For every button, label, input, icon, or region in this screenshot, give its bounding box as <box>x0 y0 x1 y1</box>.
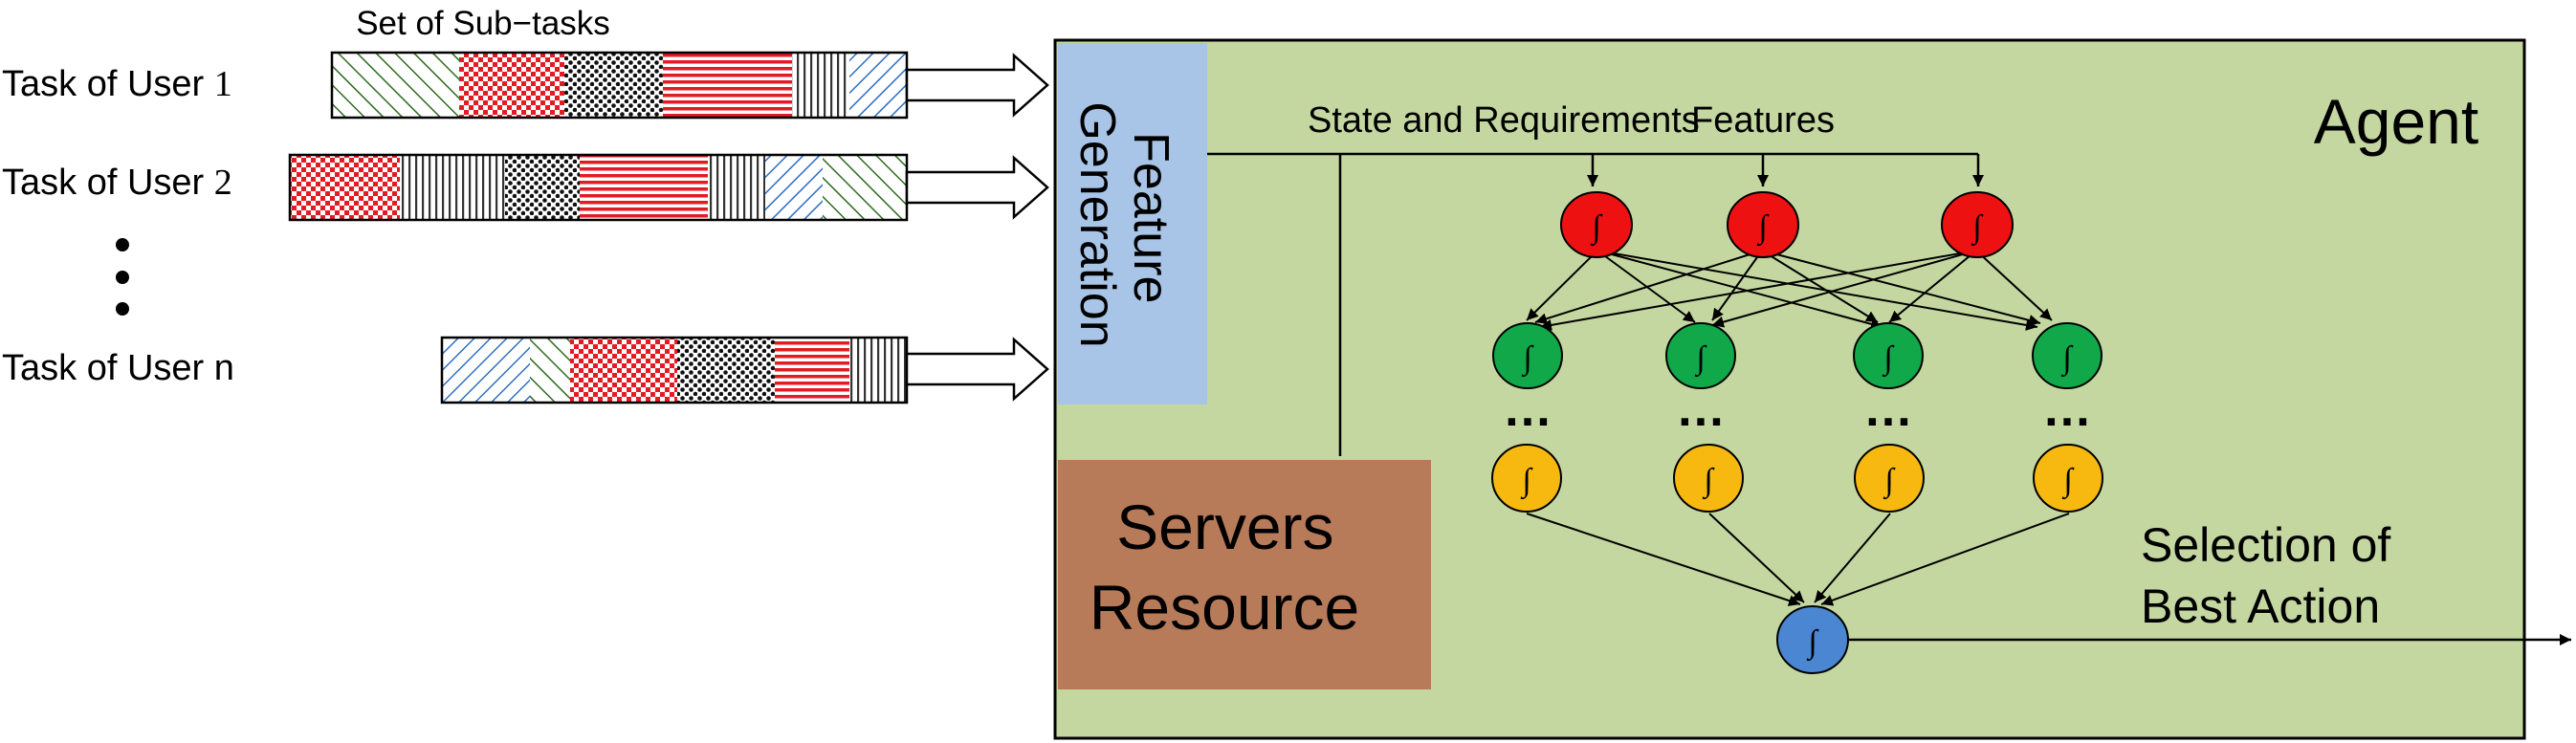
neuron-green-1 <box>1492 322 1563 389</box>
svg-text:∫: ∫ <box>1702 463 1715 500</box>
task-bar-2 <box>288 153 909 222</box>
user-label-n: Task of User n <box>2 348 234 388</box>
neuron-layer-hidden-1: ∫ ∫ ∫ ∫ <box>1492 322 2103 389</box>
svg-text:∫: ∫ <box>1806 624 1819 662</box>
neuron-yellow-2 <box>1673 444 1744 513</box>
svg-text:∫: ∫ <box>1882 463 1896 500</box>
neuron-green-2 <box>1665 322 1736 389</box>
neuron-red-3 <box>1941 191 2014 258</box>
input-arrow-1 <box>905 53 1049 118</box>
user-label-1: Task of User 1 <box>2 64 232 104</box>
svg-text:∫: ∫ <box>2061 463 2075 500</box>
agent-title: Agent <box>2314 86 2478 157</box>
selection-label: Selection of Best Action <box>2141 518 2404 633</box>
svg-text:∫: ∫ <box>1971 209 1984 247</box>
user-task-2: Task of User 2 <box>2 153 1049 222</box>
svg-text:…: … <box>2042 382 2092 437</box>
neuron-layer-output: ∫ <box>1776 605 1849 674</box>
svg-text:∫: ∫ <box>1756 209 1770 247</box>
neuron-layer-input: ∫ ∫ ∫ <box>1560 191 2014 258</box>
neuron-red-1 <box>1560 191 1633 258</box>
subtasks-label: Set of Sub−tasks <box>356 5 610 42</box>
svg-text:∫: ∫ <box>1694 340 1707 378</box>
neuron-blue-output <box>1776 605 1849 674</box>
svg-text:…: … <box>1503 382 1552 437</box>
svg-text:∫: ∫ <box>1590 209 1603 247</box>
feature-generation-box <box>1058 43 1207 404</box>
state-requirements-label: State and Requirements <box>1308 100 1700 141</box>
neuron-green-3 <box>1853 322 1924 389</box>
servers-resource-label: Servers Resource <box>1090 492 1359 643</box>
user-task-1: Task of User 1 <box>2 51 1049 120</box>
connections-layer1 <box>1526 250 2053 331</box>
state-feature-lines <box>1207 152 1984 456</box>
svg-text:…: … <box>1863 382 1913 437</box>
neuron-layer-hidden-n: ∫ ∫ ∫ ∫ <box>1491 444 2103 513</box>
user-label-2: Task of User 2 <box>2 163 232 203</box>
svg-text:∫: ∫ <box>1520 463 1533 500</box>
connections-output <box>1526 513 2571 645</box>
input-arrow-n <box>905 337 1049 402</box>
hidden-layer-ellipsis: … … … … <box>1503 382 2092 437</box>
neuron-green-4 <box>2032 322 2103 389</box>
task-bar-1 <box>330 51 909 120</box>
svg-text:…: … <box>1676 382 1726 437</box>
input-arrow-2 <box>905 155 1049 220</box>
svg-text:∫: ∫ <box>1521 340 1534 378</box>
task-bar-n <box>440 336 909 404</box>
svg-text:∫: ∫ <box>2060 340 2074 378</box>
neuron-yellow-4 <box>2033 444 2103 513</box>
more-users-ellipsis <box>116 238 129 316</box>
feature-generation-label: Feature Generation <box>1069 101 1178 347</box>
features-label: Features <box>1691 100 1835 141</box>
neuron-yellow-1 <box>1491 444 1562 513</box>
neuron-red-2 <box>1727 191 1799 258</box>
servers-resource-box <box>1058 460 1431 689</box>
svg-text:∫: ∫ <box>1882 340 1895 378</box>
user-task-n: Task of User n <box>2 336 1049 404</box>
neuron-yellow-3 <box>1854 444 1925 513</box>
